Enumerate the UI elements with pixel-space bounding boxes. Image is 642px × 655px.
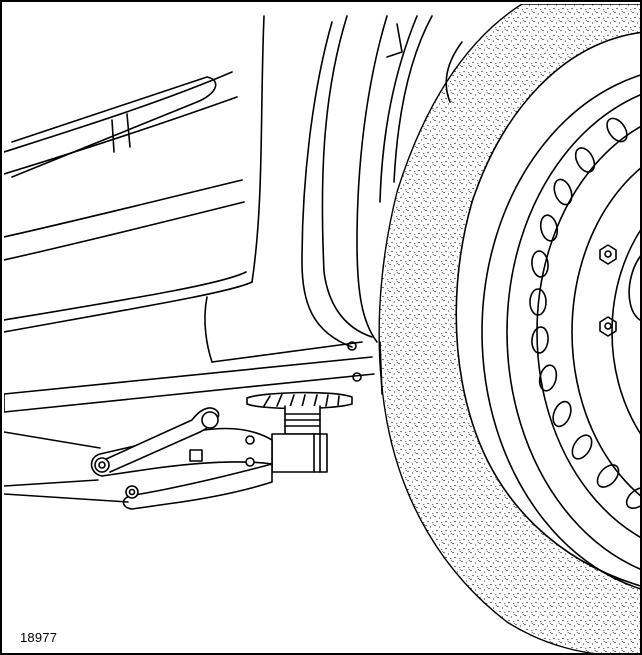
tyre <box>378 4 640 653</box>
jack-body <box>271 433 328 473</box>
car-jack <box>4 391 353 510</box>
figure-number: 18977 <box>20 630 58 645</box>
rim-vent-holes <box>529 117 640 509</box>
car-body <box>4 15 463 413</box>
wheel-rim <box>481 74 640 590</box>
jack-upper-arm <box>90 427 273 477</box>
wheel-nuts <box>599 244 617 337</box>
door-handle <box>11 76 217 178</box>
jack-lower-arm <box>122 463 273 510</box>
jack-foot <box>4 431 129 503</box>
